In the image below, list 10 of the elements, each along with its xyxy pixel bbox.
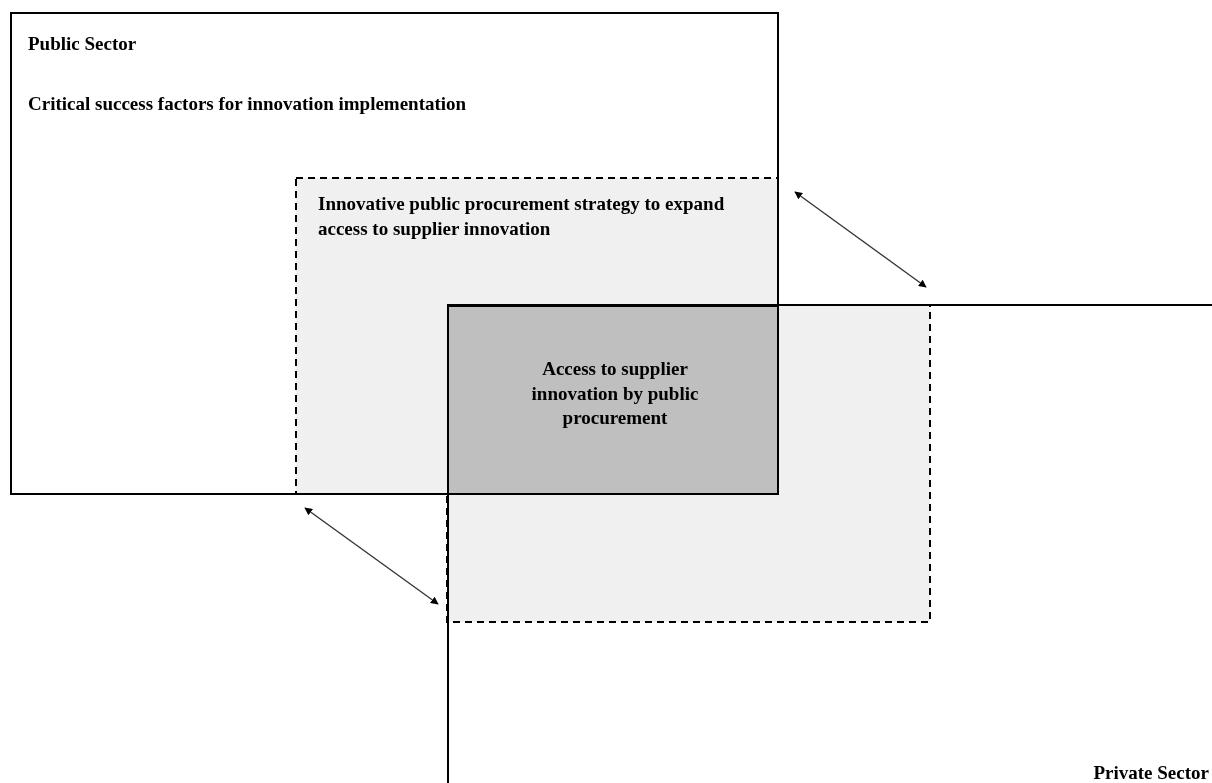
label-text: Private Sector — [1092, 761, 1209, 783]
double-arrow — [794, 191, 927, 288]
sector-region — [447, 304, 1212, 783]
overlap-box — [447, 305, 779, 495]
sector-box — [10, 12, 779, 495]
label-text: Access to supplier innovation by public procurement — [530, 357, 700, 431]
label-text: Innovative public procurement strategy to expand access to supplier innovation — [318, 192, 726, 241]
label-text: Critical success factors for innovation implementation — [28, 92, 468, 116]
double-arrow — [304, 507, 439, 605]
heading: Public Sector — [28, 32, 138, 56]
